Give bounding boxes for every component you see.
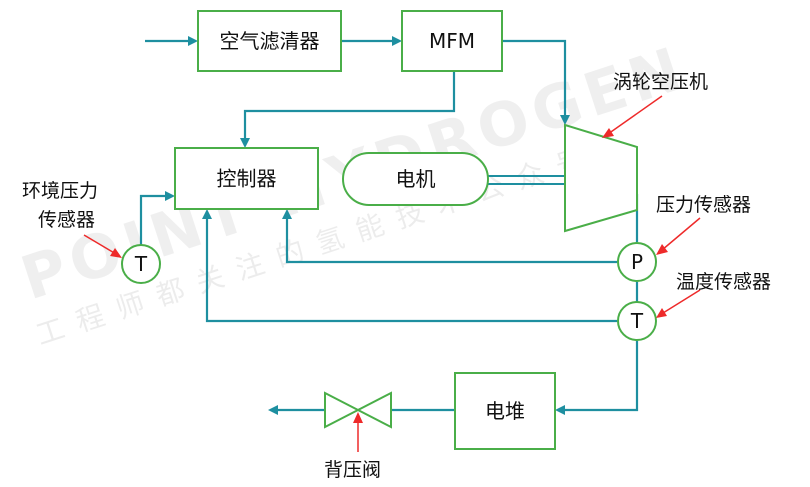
filter-to-mfm-arrowhead: [392, 36, 402, 46]
stack-label: 电堆: [485, 399, 525, 423]
temperature-sensor: T: [617, 301, 657, 341]
temperature-callout: 温度传感器: [676, 271, 771, 293]
ambient-callout-line2: 传感器: [38, 209, 95, 231]
t-to-stack-line: [562, 341, 639, 412]
flow-lines: [139, 36, 639, 415]
controller-label: 控制器: [217, 167, 277, 191]
pressure-sensor: P: [617, 242, 657, 282]
motor-label: 电机: [396, 167, 436, 191]
pressure-pointer-head: [656, 244, 668, 255]
exhaust-arrowhead: [268, 405, 278, 415]
motor-box: 电机: [342, 152, 489, 206]
air-filter-box: 空气滤清器: [197, 10, 342, 72]
back-pressure-valve: [324, 391, 392, 429]
mfm-to-compressor-line: [502, 39, 567, 117]
controller-box: 控制器: [174, 147, 319, 210]
valve-callout: 背压阀: [324, 459, 381, 481]
pressure-sensor-letter: P: [631, 250, 643, 274]
turbo-compressor: [564, 123, 638, 233]
callout-pointers: [83, 95, 701, 452]
pressure-callout: 压力传感器: [656, 194, 751, 216]
ambient-to-controller-arrowhead: [165, 191, 175, 201]
callout-labels: 涡轮空压机 环境压力 传感器 压力传感器 温度传感器 背压阀: [22, 71, 771, 481]
stack-box: 电堆: [454, 372, 556, 450]
p-to-controller-line: [285, 217, 617, 264]
t-to-controller-arrowhead: [202, 209, 212, 219]
temperature-pointer: [662, 289, 701, 314]
compressor-pointer-head: [602, 128, 614, 138]
ambient-sensor-letter: T: [134, 252, 148, 276]
temperature-sensor-letter: T: [630, 309, 644, 333]
compressor-pointer: [607, 95, 663, 135]
t-to-controller-line: [205, 217, 617, 323]
ambient-to-controller-line: [139, 194, 167, 245]
mfm-box: MFM: [401, 10, 503, 72]
inlet-arrowhead: [188, 36, 198, 46]
p-to-controller-arrowhead: [282, 209, 292, 219]
pressure-pointer: [661, 217, 701, 251]
mfm-to-compressor-arrowhead: [560, 115, 570, 125]
ambient-pointer-head: [110, 248, 122, 258]
temperature-pointer-head: [656, 308, 667, 318]
ambient-callout-line1: 环境压力: [22, 180, 98, 202]
mfm-to-controller-line: [243, 72, 456, 140]
ambient-temperature-sensor: T: [121, 244, 161, 284]
ambient-pointer: [83, 234, 117, 255]
valve-pointer-head: [353, 412, 363, 423]
compressor-callout: 涡轮空压机: [613, 71, 708, 93]
t-to-stack-arrowhead: [555, 405, 565, 415]
air-filter-label: 空气滤清器: [220, 29, 320, 53]
mfm-to-controller-arrowhead: [240, 138, 250, 148]
mfm-label: MFM: [429, 29, 475, 53]
